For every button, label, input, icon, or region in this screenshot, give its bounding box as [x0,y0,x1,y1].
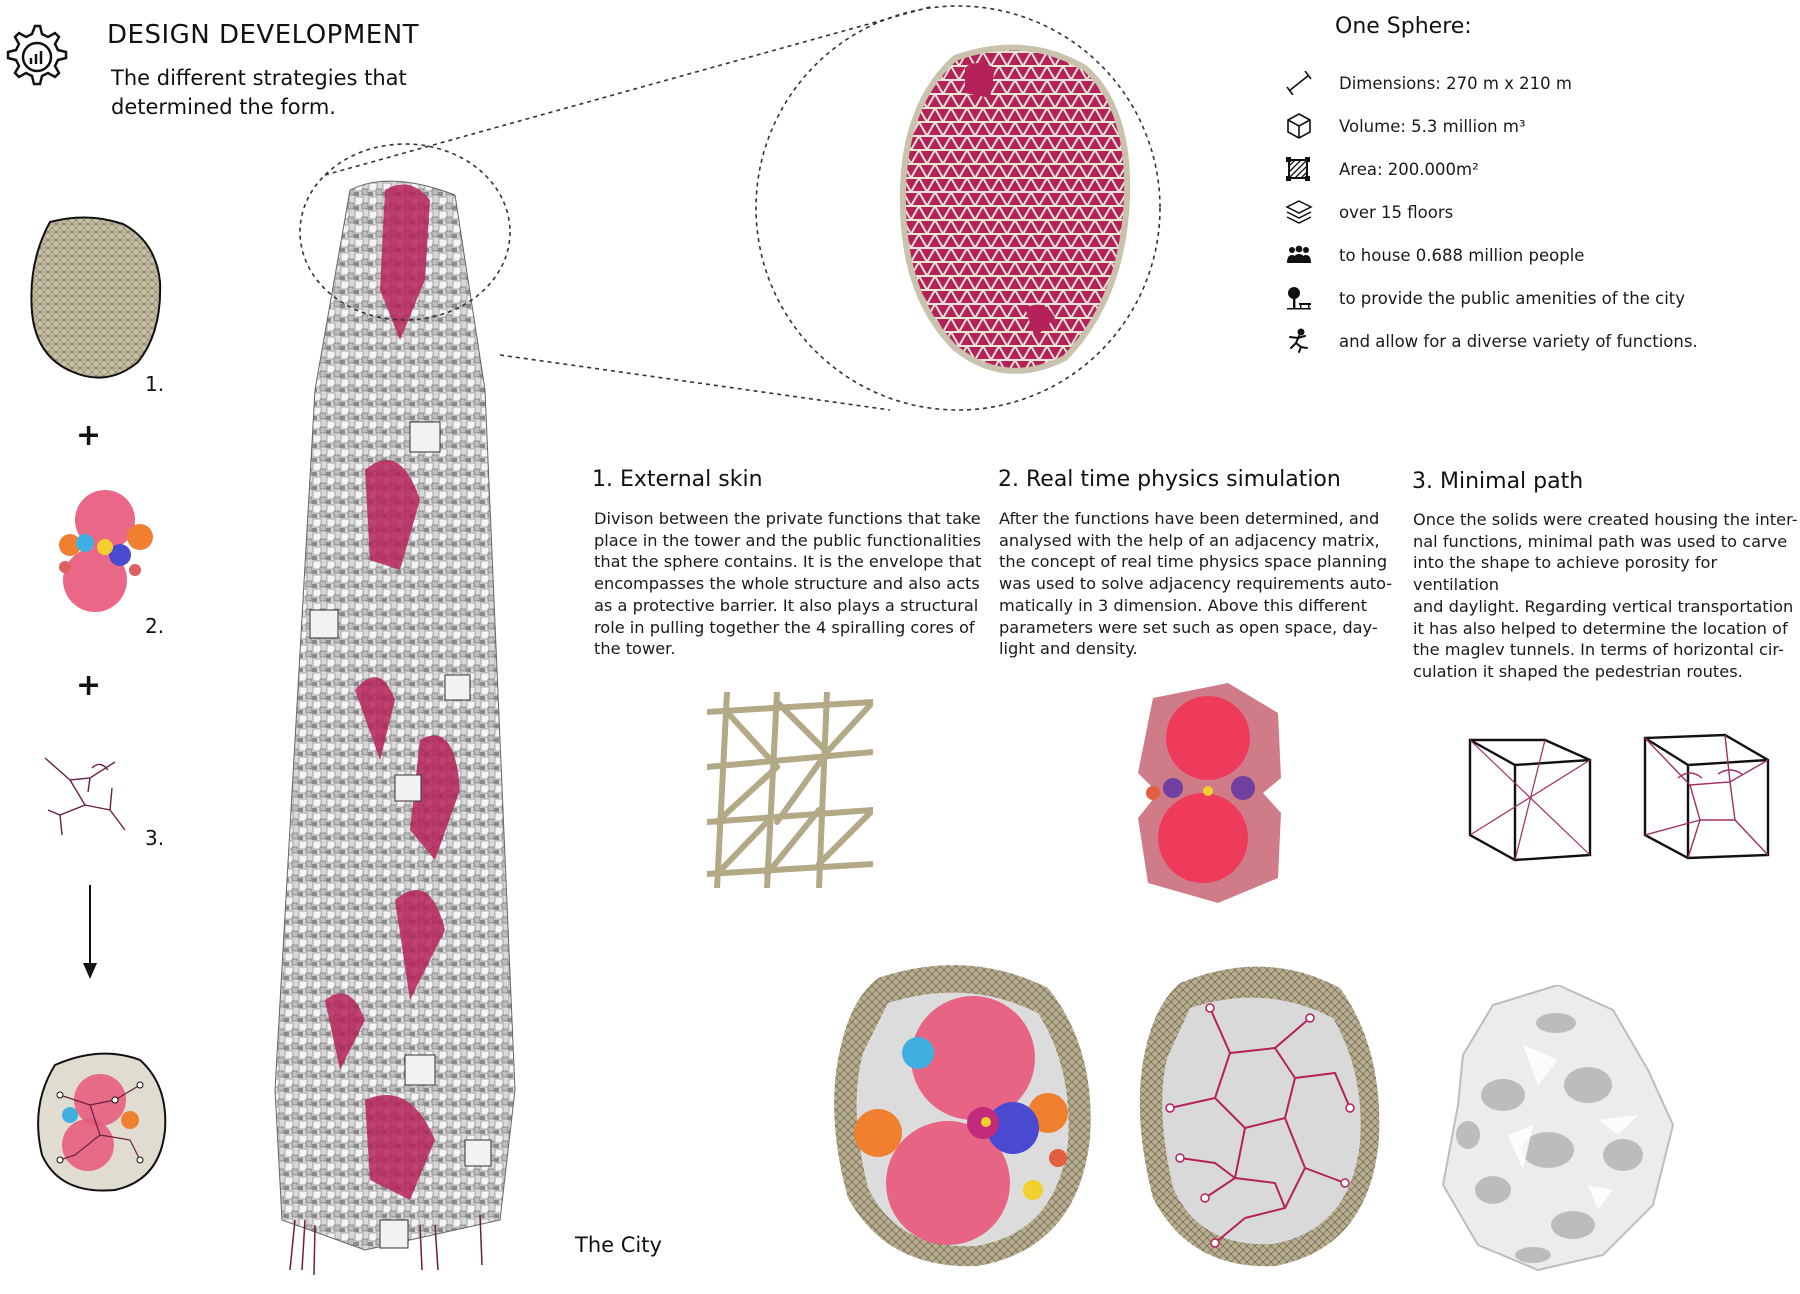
plus-sign-1: + [76,418,102,453]
mesh-skin-sample [704,689,876,891]
physics-simulation-figure [1133,683,1285,903]
tree-bench-icon [1285,284,1319,312]
info-row-amenities: to provide the public amenities of the c… [1285,283,1685,313]
section-3-title: 3. Minimal path [1412,469,1584,494]
step-number-3: 3. [145,826,165,850]
down-arrow-icon [80,885,100,980]
mesh-envelope-thumbnail [28,212,163,387]
people-icon [1285,241,1319,269]
section-3-body: Once the solids were created housing the… [1413,510,1798,681]
carved-solid-rendering [1438,983,1678,1275]
page-title: DESIGN DEVELOPMENT [107,20,420,50]
info-row-floors: over 15 floors [1285,197,1453,227]
info-title: One Sphere: [1335,14,1472,39]
section-2-title: 2. Real time physics simulation [998,467,1341,492]
section-2-body: After the functions have been determined… [999,509,1393,659]
sphere-zoom-rendering [895,38,1135,383]
minimal-path-cube-1 [1465,725,1595,865]
combined-result-thumbnail [30,1045,170,1195]
section-1-body: Divison between the private functions th… [594,509,982,659]
sphere-with-volumes-rendering [828,958,1098,1270]
section-1-title: 1. External skin [592,467,763,492]
info-row-people: to house 0.688 million people [1285,240,1584,270]
cube-icon [1285,112,1319,140]
dancer-icon [1285,327,1319,355]
info-row-volume: Volume: 5.3 million m³ [1285,111,1526,141]
page-subtitle: The different strategies that determined… [111,66,407,119]
sphere-with-paths-rendering [1135,958,1385,1270]
info-row-dimensions: Dimensions: 270 m x 210 m [1285,68,1572,98]
plus-sign-2: + [76,668,102,703]
minimal-path-thumbnail [40,750,140,840]
step-number-1: 1. [145,372,165,396]
spheres-cluster-thumbnail [50,485,160,615]
info-row-area: Area: 200.000m² [1285,154,1479,184]
tower-rendering [270,140,570,1280]
tower-caption: The City [575,1233,662,1257]
area-icon [1285,155,1319,183]
header-gear-icon [2,22,68,88]
dimension-icon [1285,69,1319,97]
layers-icon [1285,198,1319,226]
info-row-functions: and allow for a diverse variety of funct… [1285,326,1698,356]
step-number-2: 2. [145,614,165,638]
minimal-path-cube-2 [1640,710,1780,865]
